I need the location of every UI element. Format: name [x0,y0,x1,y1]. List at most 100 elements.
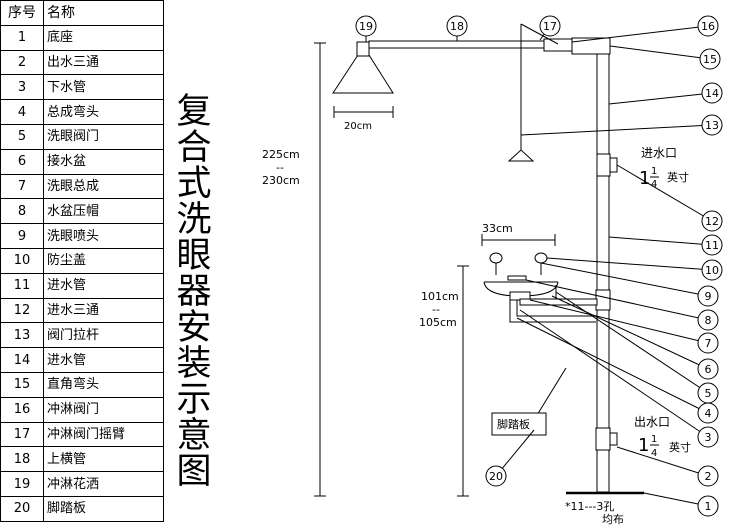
part-name: 脚踏板 [43,495,164,522]
callout-leader-7 [529,299,709,344]
inlet-tee-stub [609,157,618,173]
lower-pipe [596,449,610,493]
callout-number-16: 16 [701,20,715,33]
callout-circle-14 [701,82,723,104]
callout-number-13: 13 [705,119,719,132]
part-name: 直角弯头 [43,371,164,398]
total-height-label-2: 230cm [262,174,300,187]
basin-height-label-1: 101cm [421,290,459,303]
part-name: 冲淋花洒 [43,471,164,497]
callout-number-17: 17 [543,20,557,33]
callout-leader-1 [643,492,709,507]
callout-circle-15 [699,48,721,70]
callout-number-2: 2 [705,470,712,483]
upper-inlet-pipe [596,53,610,155]
callout-circle-16 [697,15,719,37]
part-number: 5 [0,123,44,150]
part-number: 2 [0,49,44,76]
basin-height-label-2: 105cm [419,316,457,329]
callout-leader-3 [519,309,709,438]
basin-width-label: 33cm [482,222,513,235]
callout-circle-10 [701,259,723,281]
eyewash-nozzle-left [489,252,503,264]
pull-rod-handle [507,149,535,162]
callout-leader-10 [546,257,713,271]
callout-leader-11 [608,236,713,246]
inlet-size-whole: 1 [639,168,650,189]
outlet-label: 出水口 [634,415,670,429]
callout-number-12: 12 [705,215,719,228]
callout-leader-16 [571,25,709,43]
table-header-row: 序号 名称 [0,0,164,26]
callout-circle-13 [701,114,723,136]
callout-number-20: 20 [489,470,503,483]
callout-circle-9 [697,285,719,307]
pipe-structure [314,23,644,497]
callout-circle-20 [485,465,507,487]
callout-circle-18 [446,15,468,37]
callout-circle-2 [697,465,719,487]
eyewash-nozzle-right [534,252,548,264]
inlet-size-numerator: 1 [651,166,657,177]
callout-leader-9 [540,262,709,297]
callout-number-9: 9 [705,290,712,303]
pedal-link [533,367,567,421]
outlet-size-whole: 1 [638,435,649,456]
shower-width-label: 20cm [344,121,372,132]
total-height-dash: -- [276,161,284,174]
callout-leader-2 [616,446,709,477]
total-height-label-1: 225cm [262,148,300,161]
inlet-tee [596,153,611,177]
shower-connector [356,41,370,57]
callout-circle-6 [697,358,719,380]
outlet-size-numerator: 1 [651,434,657,445]
pedal-label: 脚踏板 [497,417,530,431]
callout-circle-11 [701,234,723,256]
part-name: 冲淋阀门 [43,396,164,423]
part-number: 3 [0,74,44,101]
middle-inlet-pipe [596,175,610,291]
callout-leader-15 [609,45,711,60]
callout-leader-12 [616,164,713,222]
callout-circle-17 [539,15,561,37]
inlet-unit: 英寸 [667,170,689,184]
eyewash-tee [595,289,611,311]
part-name: 接水盆 [43,148,164,175]
inlet-size-denominator: 4 [651,179,657,190]
callout-number-7: 7 [705,337,712,350]
callout-circle-5 [697,382,719,404]
callout-circle-8 [697,309,719,331]
outlet-size-denominator: 4 [651,448,657,459]
callout-leader-5 [555,291,709,394]
part-name: 阀门拉杆 [43,322,164,349]
callout-leader-8 [525,279,709,321]
callout-circle-19 [355,15,377,37]
callout-circle-3 [697,426,719,448]
callout-number-10: 10 [705,264,719,277]
part-number: 16 [0,396,44,423]
basin-height-dash: -- [432,303,440,316]
part-number: 17 [0,421,44,448]
part-number: 13 [0,322,44,349]
outlet-unit: 英寸 [669,440,691,454]
callout-number-14: 14 [705,87,719,100]
callout-leader-14 [608,92,713,105]
diagram-title: 复合式洗眼器安装示意图 [176,92,212,492]
part-name: 进水三通 [43,297,164,324]
base-note-holes: *11---3孔 [565,500,614,513]
pedal-label-box [491,412,547,436]
callout-circle-12 [701,210,723,232]
outlet-tee [595,427,611,451]
